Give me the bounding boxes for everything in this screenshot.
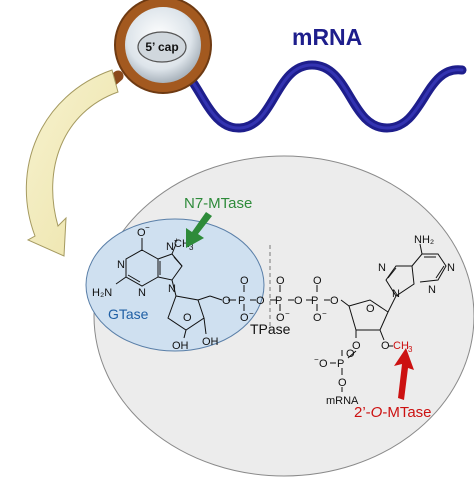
mrna-ribbon-highlight <box>166 58 464 130</box>
adenosine-ribose <box>348 295 397 341</box>
bridge-o4: O <box>330 295 339 307</box>
beta-bottom-o: O <box>276 312 285 324</box>
phosphate-beta: P <box>275 295 282 307</box>
ribose2-ch3: CH <box>393 340 409 352</box>
two-o-mtase-label: 2’-O-MTase <box>354 404 432 421</box>
cap-label: 5’ cap <box>145 40 178 54</box>
triphosphate-bonds <box>228 285 350 311</box>
guanine-n3: N <box>138 287 146 299</box>
alpha-bottom-charge: − <box>249 309 254 318</box>
ribose2-o2: O <box>381 340 390 352</box>
alpha-top-o: O <box>240 275 249 287</box>
guanine-n9: N <box>168 283 176 295</box>
guanine-ch3-sub: 3 <box>189 243 194 252</box>
two-o-suffix: -MTase <box>382 404 431 421</box>
ribose2-ch3-sub: 3 <box>408 345 413 354</box>
guanine-h2n: H₂N <box>92 287 112 299</box>
ribose1-oh-2: OH <box>172 340 189 352</box>
adenine-n3: N <box>428 284 436 296</box>
ribose1-oh-3: OH <box>202 336 219 348</box>
guanosine-ribose <box>167 295 223 339</box>
mrna-ribbon <box>163 55 467 133</box>
bridge-o3: O <box>294 295 303 307</box>
adenine-n1: N <box>447 262 455 274</box>
mrna-p-o-bottom: O <box>338 377 347 389</box>
adenine-nh2: NH₂ <box>414 234 434 246</box>
mrna-title: mRNA <box>292 24 362 50</box>
ribose2-oxygen: O <box>366 303 375 315</box>
cap-badge <box>137 31 187 63</box>
n7-mtase-label: N7-MTase <box>184 195 252 212</box>
curved-arrow <box>25 69 119 257</box>
bridge-o1: O <box>222 295 231 307</box>
gamma-bottom-o: O <box>313 312 322 324</box>
mrna-p: P <box>337 358 344 370</box>
mrna-p-o-left-charge: − <box>314 355 319 364</box>
guanine-oxygen-charge: − <box>145 223 150 232</box>
mrna-p-o-left: O <box>319 358 328 370</box>
mrna-phosphate <box>330 350 357 392</box>
alpha-bottom-o: O <box>240 312 249 324</box>
phosphate-gamma: P <box>311 295 318 307</box>
guanine-oxygen: O <box>137 227 146 239</box>
beta-top-o: O <box>276 275 285 287</box>
adenine-n7: N <box>378 262 386 274</box>
two-o-arrow <box>394 348 414 400</box>
tpase-label: TPase <box>250 321 291 337</box>
gtase-region <box>85 218 265 352</box>
ribose2-o3: O <box>352 340 361 352</box>
adenine-n9: N <box>392 288 400 300</box>
ribose1-oxygen: O <box>183 312 192 324</box>
bridge-o2: O <box>256 295 265 307</box>
guanine-n7: N <box>166 241 174 253</box>
mrna-p-o-top: O <box>346 348 355 360</box>
two-o-prefix: 2’- <box>354 404 371 421</box>
phosphate-alpha: P <box>238 295 245 307</box>
two-o-italic: O <box>371 404 383 421</box>
guanine-n7-charge: + <box>174 236 179 245</box>
guanine-ch3: CH <box>174 238 190 250</box>
adenine-structure <box>385 243 447 297</box>
gamma-top-o: O <box>313 275 322 287</box>
mrna-chain-label: mRNA <box>326 395 359 407</box>
guanine-structure <box>115 238 183 297</box>
gtase-label: GTase <box>108 306 149 322</box>
gamma-bottom-charge: − <box>322 309 327 318</box>
guanine-nh: N <box>117 259 125 271</box>
beta-bottom-charge: − <box>285 309 290 318</box>
n7-arrow <box>186 212 212 248</box>
